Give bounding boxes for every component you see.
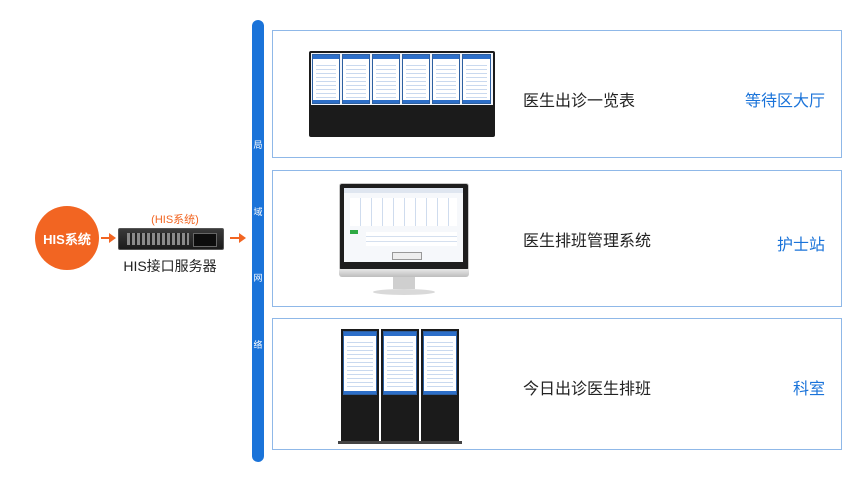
section-description: 医生出诊一览表 — [523, 93, 636, 110]
server-icon — [118, 228, 224, 250]
server-label: HIS接口服务器 — [123, 258, 217, 274]
lan-char: 络 — [253, 340, 263, 350]
section-nurse-station: 医生排班管理系统 护士站 — [272, 170, 842, 307]
lan-char: 域 — [253, 207, 263, 217]
desktop-monitor-icon — [339, 183, 469, 299]
section-location: 护士站 — [776, 237, 825, 254]
arrow-icon — [230, 233, 246, 243]
arrow-icon — [101, 233, 116, 243]
his-system-node: HIS系统 — [35, 206, 99, 270]
section-location: 科室 — [792, 381, 825, 398]
lan-bar — [252, 20, 264, 462]
wall-display-icon — [309, 51, 495, 137]
section-description: 今日出诊医生排班 — [523, 381, 652, 398]
section-location: 等待区大厅 — [744, 93, 825, 110]
lan-char: 网 — [253, 273, 263, 283]
section-description: 医生排班管理系统 — [523, 233, 652, 250]
lan-char: 局 — [253, 140, 263, 150]
section-waiting-hall: 医生出诊一览表 等待区大厅 — [272, 30, 842, 158]
server-tag: (HIS系统) — [151, 214, 199, 226]
kiosk-display-icon — [338, 329, 462, 444]
section-department: 今日出诊医生排班 科室 — [272, 318, 842, 450]
